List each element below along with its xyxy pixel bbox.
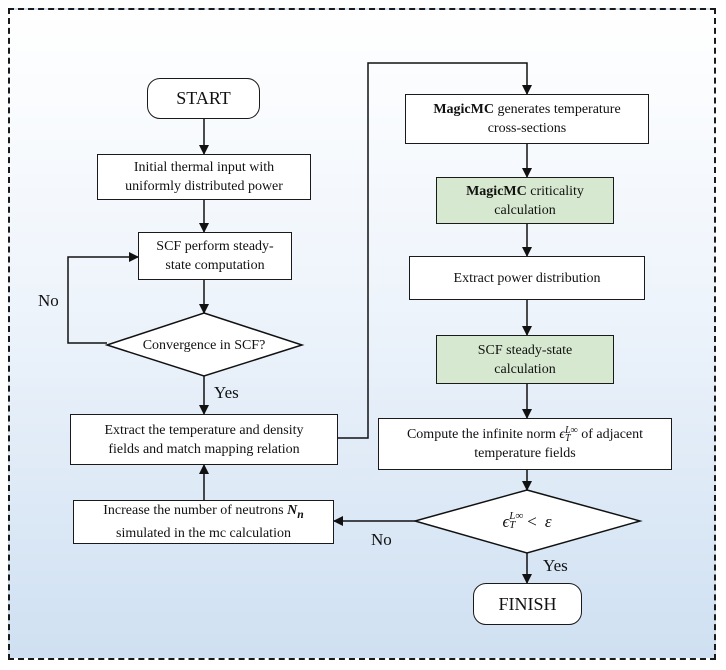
magicmc-crit-rest: criticality: [526, 183, 584, 199]
neutron-count-sub: n: [297, 507, 304, 521]
criterion-epsilon: ϵ: [502, 511, 510, 531]
finish-label: FINISH: [498, 593, 557, 614]
arrow-no-loop: [67, 252, 139, 344]
epsilon-symbol: ϵ: [559, 427, 566, 442]
no-loop-label: No: [38, 291, 59, 310]
convergence-label: Convergence in SCF?: [130, 324, 278, 366]
magicmc-gen-bold: MagicMC: [433, 102, 494, 117]
compute-line1-pre: Compute the infinite norm: [406, 427, 560, 442]
scf-steady-state-node: SCF perform steady- state computation: [138, 232, 292, 280]
magicmc-crit-line1: MagicMC criticality: [466, 182, 584, 201]
yes-down-label: Yes: [214, 383, 239, 402]
initial-thermal-input-node: Initial thermal input with uniformly dis…: [97, 154, 311, 200]
extract-tf-line2: fields and match mapping relation: [108, 441, 300, 457]
convergence-line2: SCF?: [234, 337, 266, 353]
compute-line1-post: of adjacent: [577, 427, 644, 442]
magicmc-criticality-node: MagicMC criticality calculation: [436, 177, 614, 224]
increase-line1-text: Increase the number of neutrons: [103, 503, 288, 519]
initial-line1: Initial thermal input with: [133, 160, 275, 175]
criterion-rhs: ε: [544, 511, 552, 531]
magicmc-gen-line2: cross-sections: [487, 121, 567, 136]
increase-line2: simulated in the mc calculation: [116, 525, 291, 541]
initial-line2: uniformly distributed power: [125, 179, 283, 194]
convergence-diamond: [104, 312, 305, 377]
start-label: START: [176, 88, 231, 108]
compute-line2: temperature fields: [474, 446, 576, 461]
extract-tf-line1: Extract the temperature and density: [104, 422, 304, 438]
scf-calc-line1: SCF steady-state: [477, 342, 573, 358]
scf-steady-line1: SCF perform steady-: [156, 239, 274, 254]
criterion-diamond: [412, 489, 643, 554]
neutron-count-var: N: [287, 503, 298, 519]
epsilon-sub: T: [565, 432, 571, 444]
finish-node: FINISH: [473, 583, 582, 625]
extract-power-label: Extract power distribution: [453, 270, 601, 286]
criterion-sup: L∞: [509, 510, 524, 522]
epsilon-sup: L∞: [565, 424, 578, 436]
extract-power-node: Extract power distribution: [409, 256, 645, 300]
magicmc-generates-node: MagicMC generates temperature cross-sect…: [405, 94, 649, 144]
scf-steady-calc-node: SCF steady-state calculation: [436, 335, 614, 384]
no-left-label: No: [371, 530, 392, 549]
scf-steady-line2: state computation: [165, 258, 265, 273]
yes-finish-label: Yes: [543, 556, 568, 575]
scf-calc-line2: calculation: [494, 361, 556, 377]
arrow-extract-magicmc: [338, 62, 532, 439]
magicmc-crit-bold: MagicMC: [466, 183, 527, 199]
magicmc-gen-rest: generates temperature: [493, 102, 621, 117]
criterion-lt: <: [527, 511, 537, 531]
extract-temperature-node: Extract the temperature and density fiel…: [70, 414, 338, 465]
magicmc-gen-line1: MagicMC generates temperature: [433, 100, 620, 119]
convergence-line1: Convergence in: [142, 337, 231, 353]
increase-line1: Increase the number of neutrons Nn: [103, 501, 303, 524]
magicmc-crit-line2: calculation: [494, 202, 556, 218]
criterion-sub: T: [509, 519, 516, 531]
increase-neutrons-node: Increase the number of neutrons Nn simul…: [73, 500, 334, 544]
start-node: START: [147, 78, 260, 119]
